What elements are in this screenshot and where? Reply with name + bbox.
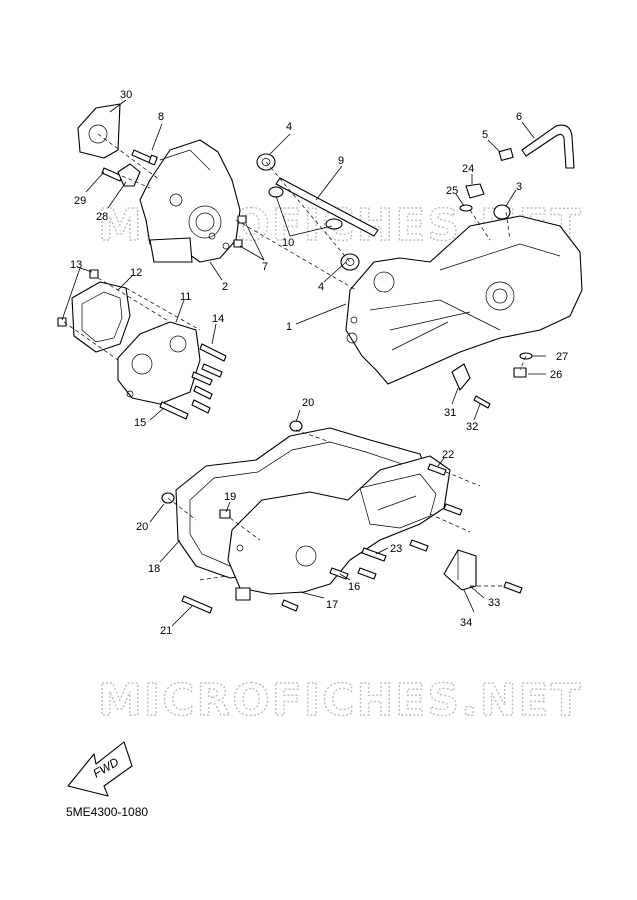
part-32-bolt (473, 395, 491, 409)
callout-16: 16 (348, 581, 360, 593)
callout-32: 32 (466, 421, 478, 433)
callout-34: 34 (460, 617, 472, 629)
callout-8: 8 (158, 111, 164, 123)
part-24-plug (465, 183, 485, 199)
part-15-bolt (159, 401, 189, 420)
callout-33: 33 (488, 597, 500, 609)
part-21-bolt (181, 595, 213, 614)
part-20-dowel-upper (289, 420, 303, 432)
callout-23: 23 (390, 543, 402, 555)
callout-18: 18 (148, 563, 160, 575)
part-7-dowel-pins (233, 215, 247, 248)
part-30-plate (77, 103, 121, 159)
callout-4-lower: 4 (318, 281, 324, 293)
part-14-bolts (191, 343, 227, 414)
callout-12: 12 (130, 267, 142, 279)
callout-9: 9 (338, 155, 344, 167)
callout-19: 19 (224, 491, 236, 503)
callout-25: 25 (446, 185, 458, 197)
callout-3: 3 (516, 181, 522, 193)
part-34-damper (443, 549, 477, 591)
callout-2: 2 (222, 281, 228, 293)
callout-27: 27 (556, 351, 568, 363)
callout-15: 15 (134, 417, 146, 429)
part-5-hose-fitting (498, 148, 514, 161)
callout-11: 11 (180, 291, 191, 303)
part-25-oring (459, 204, 473, 212)
callout-17: 17 (326, 599, 338, 611)
part-26-drain-bolt (513, 367, 527, 378)
callout-28: 28 (96, 211, 108, 223)
part-13-dowels (57, 269, 99, 327)
callout-5: 5 (482, 129, 488, 141)
part-6-breather-hose (521, 124, 575, 169)
callout-1: 1 (286, 321, 292, 333)
callout-30: 30 (120, 89, 132, 101)
part-4-bearing-lower (340, 253, 360, 271)
callout-4-upper: 4 (286, 121, 292, 133)
callout-7: 7 (262, 261, 268, 273)
part-1-crankcase-right (345, 215, 583, 385)
part-3-collar (493, 204, 511, 220)
part-12-gasket (71, 281, 131, 353)
part-2-crankcase-left (139, 139, 241, 263)
callout-26: 26 (550, 369, 562, 381)
callout-31: 31 (444, 407, 456, 419)
part-9-shaft (275, 177, 379, 237)
callout-20-lower: 20 (136, 521, 148, 533)
part-29-bolt (101, 167, 123, 182)
assembly-lines (63, 133, 527, 587)
callout-21: 21 (160, 625, 172, 637)
part-8-bolt (131, 149, 158, 166)
watermark-bottom: MICROFICHES.NET (98, 675, 583, 726)
callout-20-upper: 20 (302, 397, 314, 409)
diagram-code: 5ME4300-1080 (66, 805, 148, 819)
part-31-clip (451, 363, 471, 391)
cover-bolt (281, 599, 299, 612)
part-23-bolts (357, 539, 429, 580)
callout-10: 10 (282, 237, 294, 249)
callout-22: 22 (442, 449, 454, 461)
part-19-dowel (219, 509, 231, 519)
part-33-bolt (503, 581, 523, 594)
callout-24: 24 (462, 163, 474, 175)
callouts: 30 8 29 28 4 9 10 7 2 4 1 5 6 24 25 3 27… (70, 89, 568, 637)
callout-14: 14 (212, 313, 224, 325)
fwd-arrow: FWD (67, 741, 133, 797)
part-22-bolts (427, 463, 463, 516)
callout-6: 6 (516, 111, 522, 123)
part-17-crankcase-cover (227, 455, 451, 601)
part-11-transmission-cover (117, 321, 201, 405)
part-28-clip (117, 163, 141, 187)
leader-lines (61, 99, 546, 627)
callout-13: 13 (70, 259, 82, 271)
callout-29: 29 (74, 195, 86, 207)
